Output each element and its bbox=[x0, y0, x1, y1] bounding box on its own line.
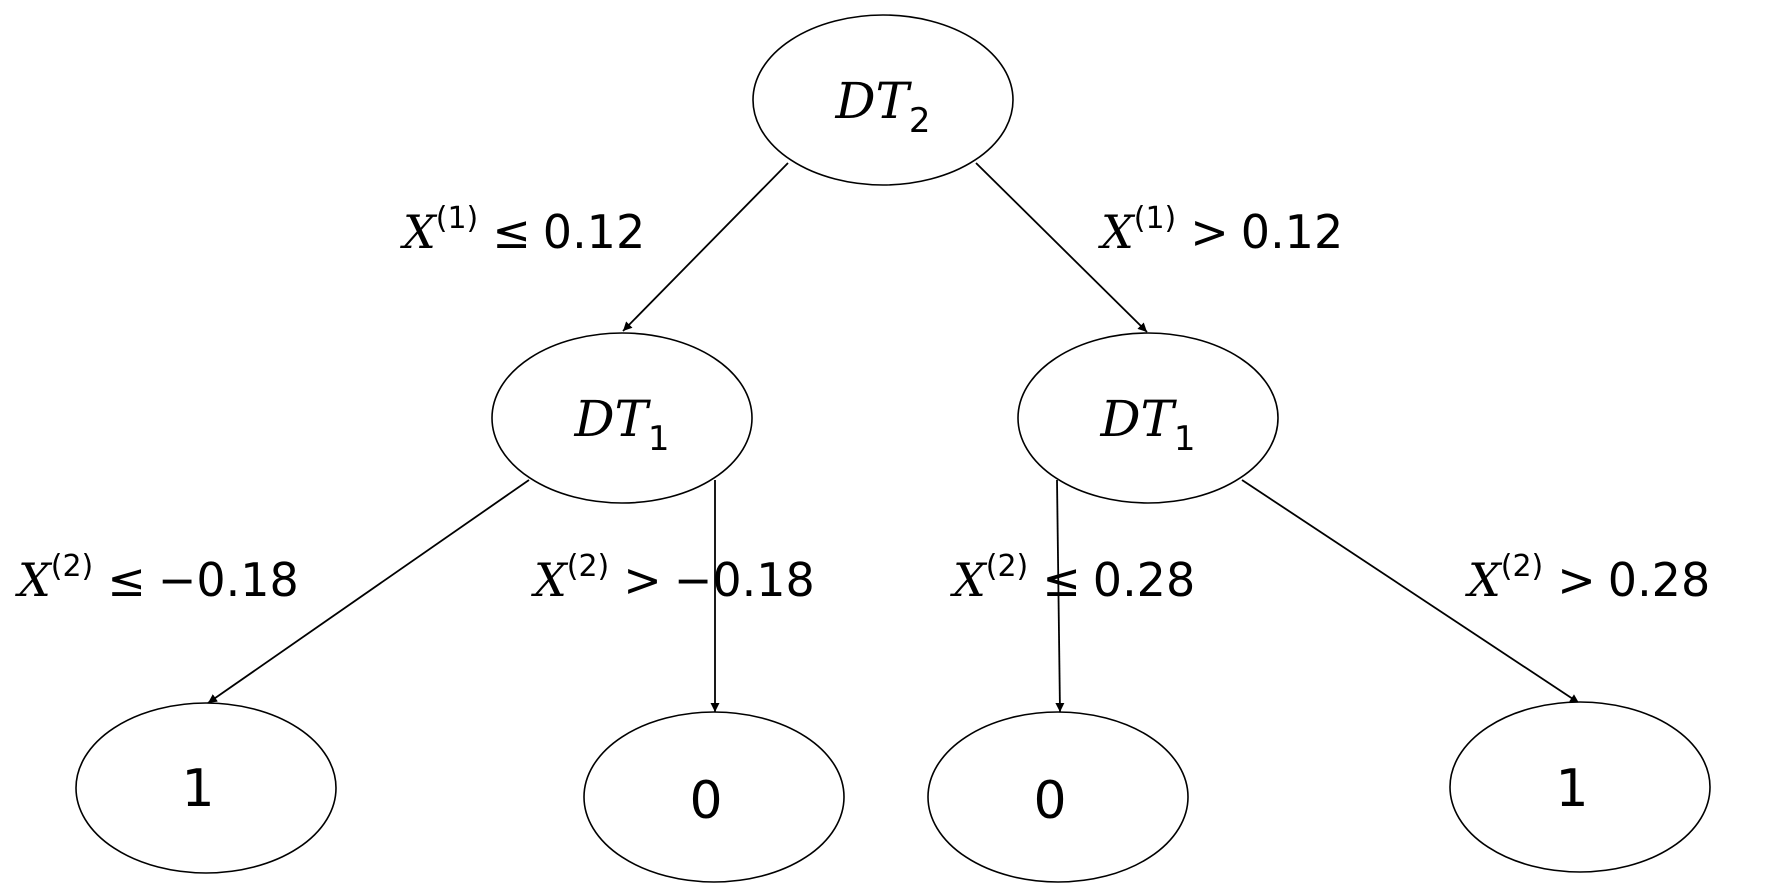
edge-label-left-lr-op: > bbox=[623, 553, 662, 607]
edge-label-root-right-op: > bbox=[1190, 205, 1229, 259]
leaf-lr-ellipse bbox=[583, 711, 845, 883]
edge-root-right bbox=[975, 162, 1148, 333]
edge-label-root-right-sup: (1) bbox=[1134, 201, 1177, 236]
edge-label-right-rl-threshold: 0.28 bbox=[1093, 553, 1195, 607]
edge-label-root-right-threshold: 0.12 bbox=[1241, 205, 1343, 259]
edge-right-leaf-rr bbox=[1241, 479, 1580, 704]
edge-label-left-ll-var: X bbox=[15, 553, 53, 607]
node-left-name: DT bbox=[573, 390, 651, 448]
edge-label-root-left-threshold: 0.12 bbox=[543, 205, 645, 259]
leaf-rr-value: 1 bbox=[1555, 759, 1588, 819]
node-root-label: DT2 bbox=[834, 72, 930, 141]
node-left-label: DT1 bbox=[573, 390, 669, 459]
leaf-ll-value: 1 bbox=[181, 759, 214, 819]
node-root: DT2 bbox=[752, 14, 1014, 186]
edge-label-right-rl-op: ≤ bbox=[1042, 553, 1081, 607]
edge-label-right-rr: X(2) >0.28 bbox=[1465, 549, 1710, 607]
edge-label-left-ll-op: ≤ bbox=[107, 553, 146, 607]
leaf-rr-ellipse bbox=[1449, 701, 1711, 873]
edge-label-right-rl-var: X bbox=[950, 553, 988, 607]
edge-label-left-ll: X(2) ≤−0.18 bbox=[15, 549, 299, 607]
node-root-name: DT bbox=[834, 72, 912, 130]
node-right-label: DT1 bbox=[1099, 390, 1195, 459]
edge-label-root-right: X(1) >0.12 bbox=[1098, 201, 1343, 259]
node-right-name: DT bbox=[1099, 390, 1177, 448]
edge-label-left-lr-var: X bbox=[531, 553, 569, 607]
leaf-rl-ellipse bbox=[927, 711, 1189, 883]
node-left-subscript: 1 bbox=[648, 419, 670, 459]
leaf-lr-value: 0 bbox=[689, 771, 722, 831]
edge-label-right-rr-var: X bbox=[1465, 553, 1503, 607]
edge-label-left-ll-sup: (2) bbox=[51, 549, 94, 584]
edge-label-right-rr-op: > bbox=[1557, 553, 1596, 607]
edge-label-left-lr-threshold: −0.18 bbox=[674, 553, 815, 607]
leaf-ll: 1 bbox=[75, 702, 337, 874]
leaf-lr: 0 bbox=[583, 711, 845, 883]
edge-left-leaf-ll bbox=[207, 479, 530, 704]
node-root-ellipse bbox=[752, 14, 1014, 186]
edge-label-left-lr-sup: (2) bbox=[567, 549, 610, 584]
edge-label-left-lr: X(2) >−0.18 bbox=[531, 549, 815, 607]
node-root-subscript: 2 bbox=[909, 101, 931, 141]
node-right-ellipse bbox=[1017, 332, 1279, 504]
edge-label-root-left: X(1) ≤0.12 bbox=[400, 201, 645, 259]
node-left: DT1 bbox=[491, 332, 753, 504]
node-right: DT1 bbox=[1017, 332, 1279, 504]
edge-label-right-rl: X(2) ≤0.28 bbox=[950, 549, 1195, 607]
edge-label-right-rl-sup: (2) bbox=[986, 549, 1029, 584]
edge-root-left bbox=[622, 162, 789, 332]
leaf-rl: 0 bbox=[927, 711, 1189, 883]
edge-label-right-rr-sup: (2) bbox=[1501, 549, 1544, 584]
edge-label-root-left-sup: (1) bbox=[436, 201, 479, 236]
leaf-rr: 1 bbox=[1449, 701, 1711, 873]
edge-right-leaf-rl bbox=[1055, 479, 1065, 713]
leaf-ll-ellipse bbox=[75, 702, 337, 874]
edge-label-left-ll-threshold: −0.18 bbox=[158, 553, 299, 607]
node-left-ellipse bbox=[491, 332, 753, 504]
edge-label-root-right-var: X bbox=[1098, 205, 1136, 259]
edges bbox=[207, 162, 1580, 713]
leaf-rl-value: 0 bbox=[1033, 771, 1066, 831]
node-right-subscript: 1 bbox=[1174, 419, 1196, 459]
edge-label-right-rr-threshold: 0.28 bbox=[1608, 553, 1710, 607]
edge-label-root-left-var: X bbox=[400, 205, 438, 259]
edge-label-root-left-op: ≤ bbox=[492, 205, 531, 259]
